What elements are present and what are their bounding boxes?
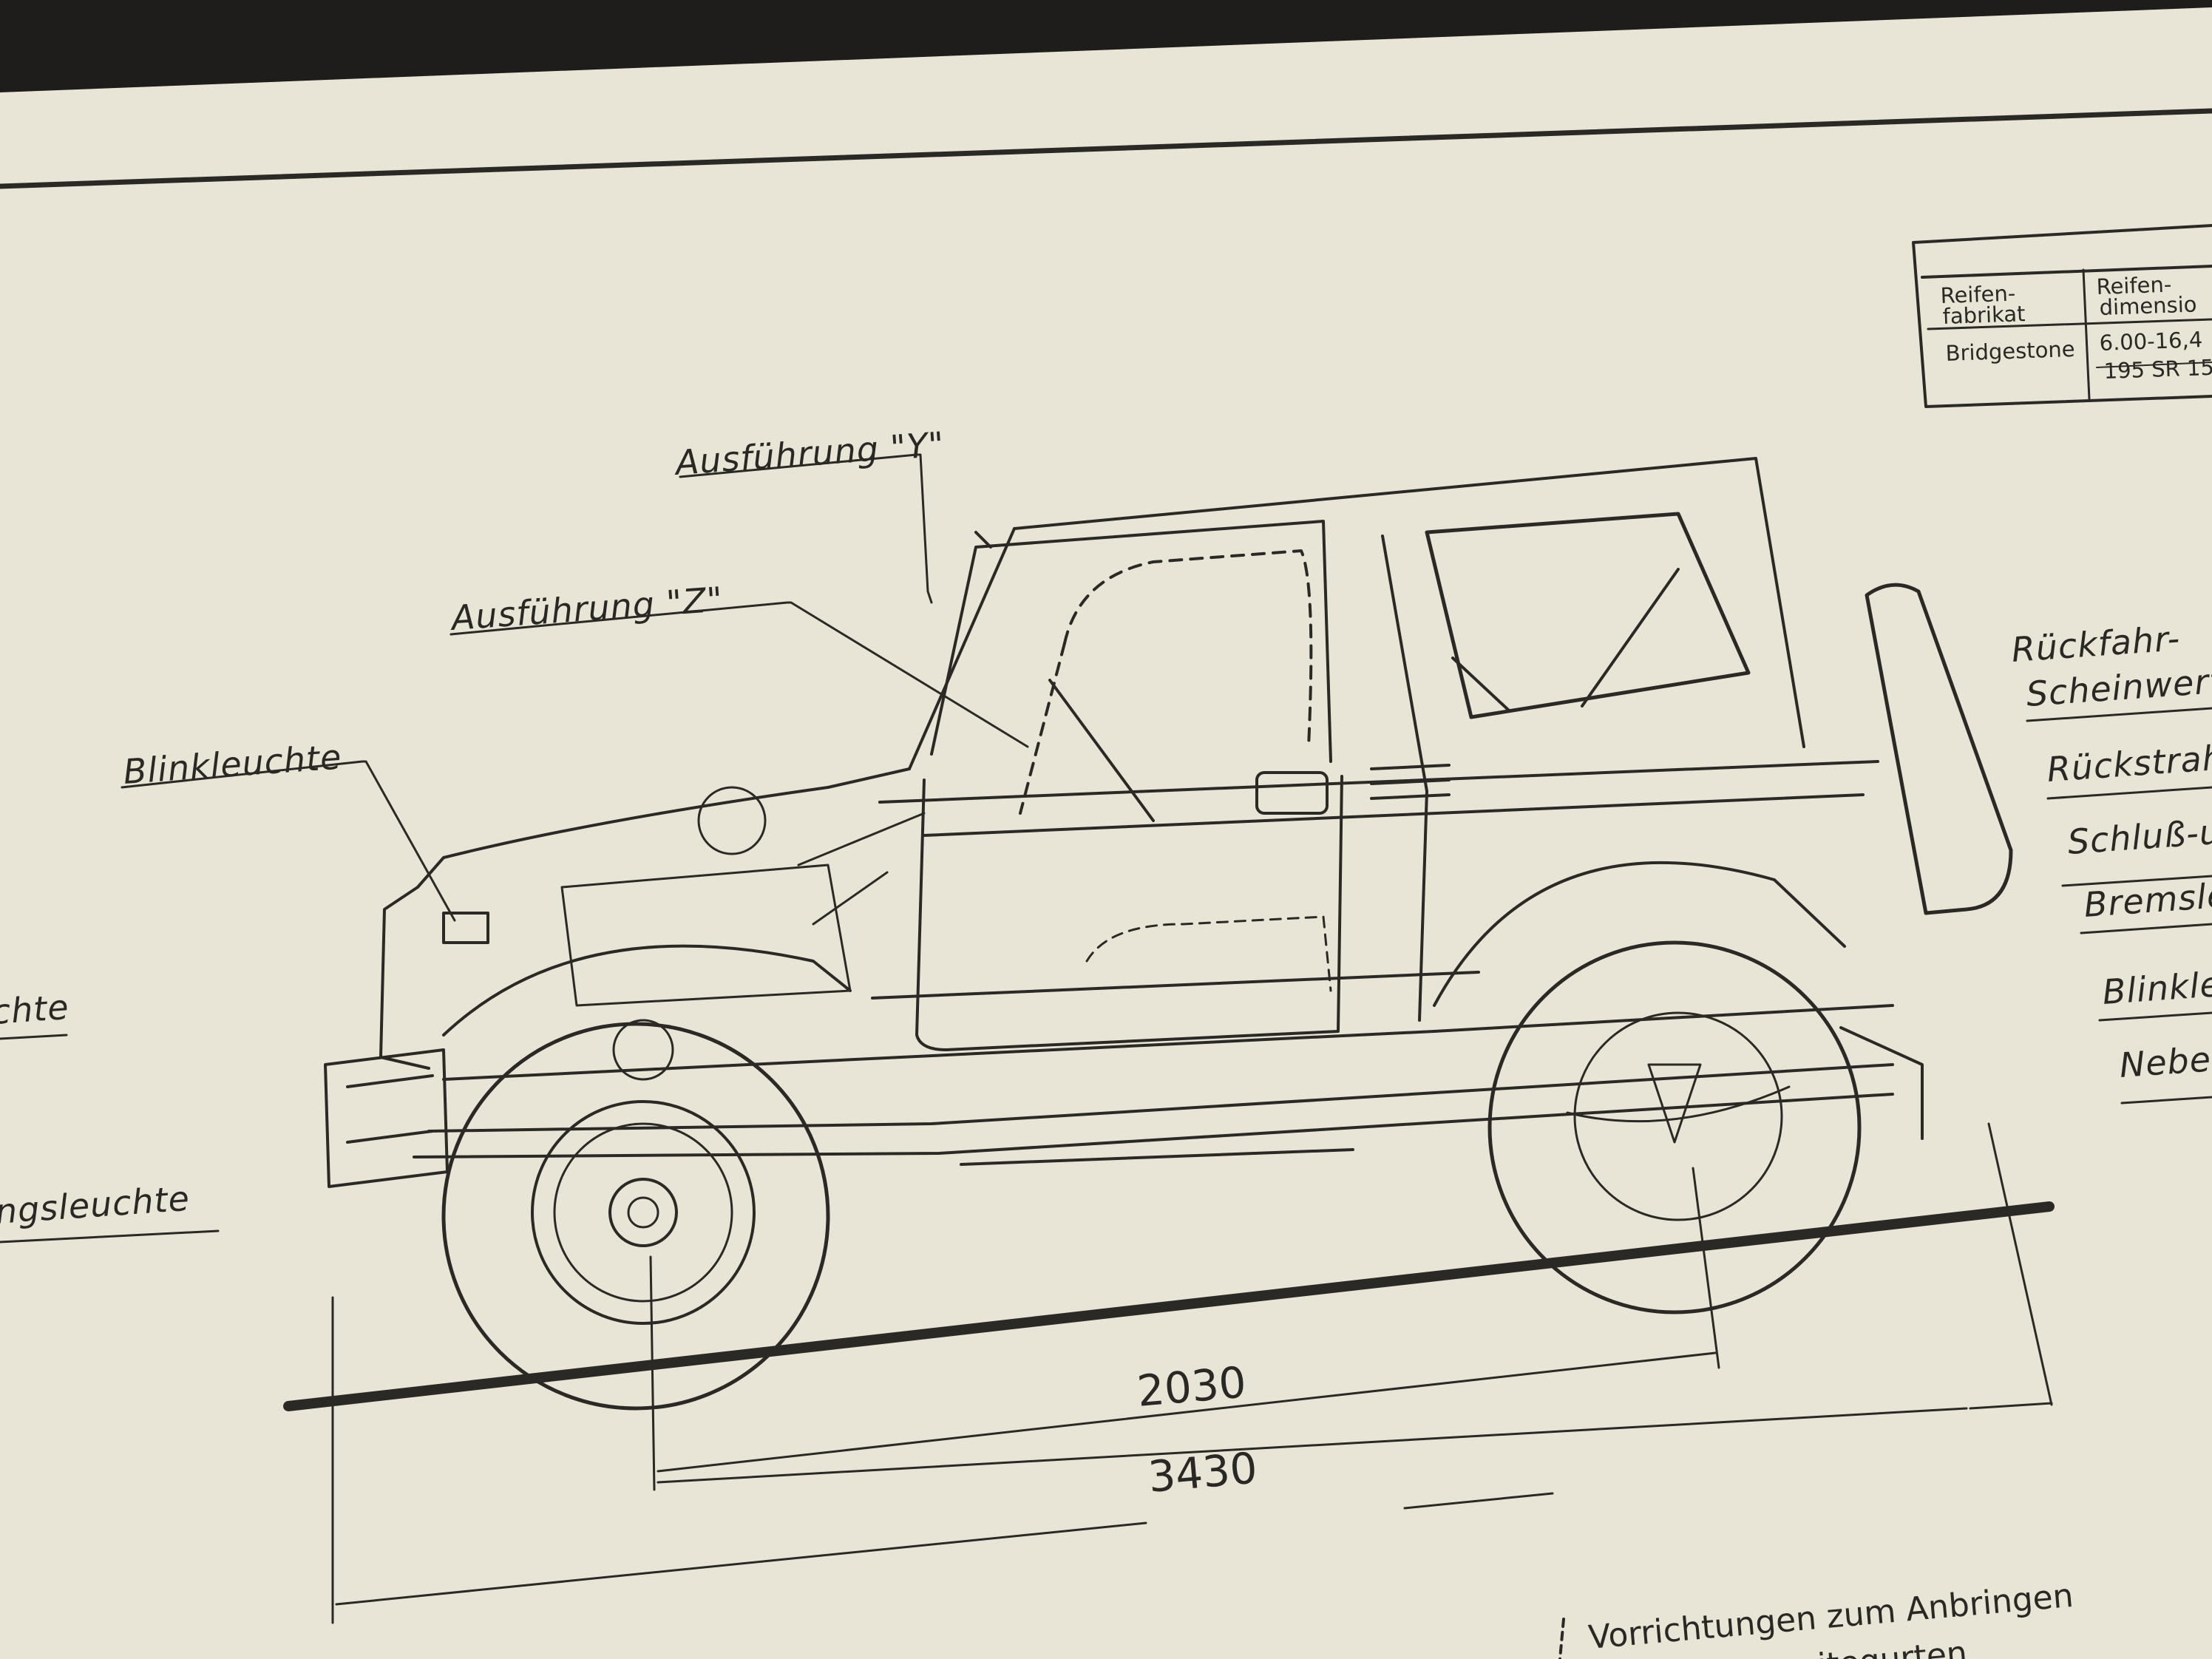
tire-header-dim-2: dimensio: [2099, 291, 2197, 320]
tire-dim-2: 195 SR 15: [2103, 355, 2212, 384]
tire-make: Bridgestone: [1945, 336, 2075, 366]
tire-header-dim-1: Reifen-: [2096, 271, 2172, 299]
label-right-6: Nebel: [2118, 1038, 2212, 1085]
leader-lines: [121, 453, 1029, 922]
tire-table: Reifen- fabrikat Reifen- dimensio Bridge…: [1912, 224, 2212, 408]
border-rule: [0, 108, 2212, 189]
vehicle-drawing: [324, 457, 2013, 1411]
tire-header-make-2: fabrikat: [1942, 301, 2026, 329]
dimension-wheelbase: 2030: [1135, 1357, 1248, 1417]
ground-line: [283, 1201, 2055, 1411]
label-left-partial-1: chte: [0, 987, 70, 1032]
tire-dim-1: 6.00-16,4: [2099, 327, 2203, 356]
dimension-lines: [331, 1122, 2053, 1624]
dimension-overall-length: 3430: [1146, 1442, 1259, 1502]
label-right-5: Blinkle: [2101, 964, 2212, 1012]
tire-header-make-1: Reifen-: [1940, 280, 2016, 308]
